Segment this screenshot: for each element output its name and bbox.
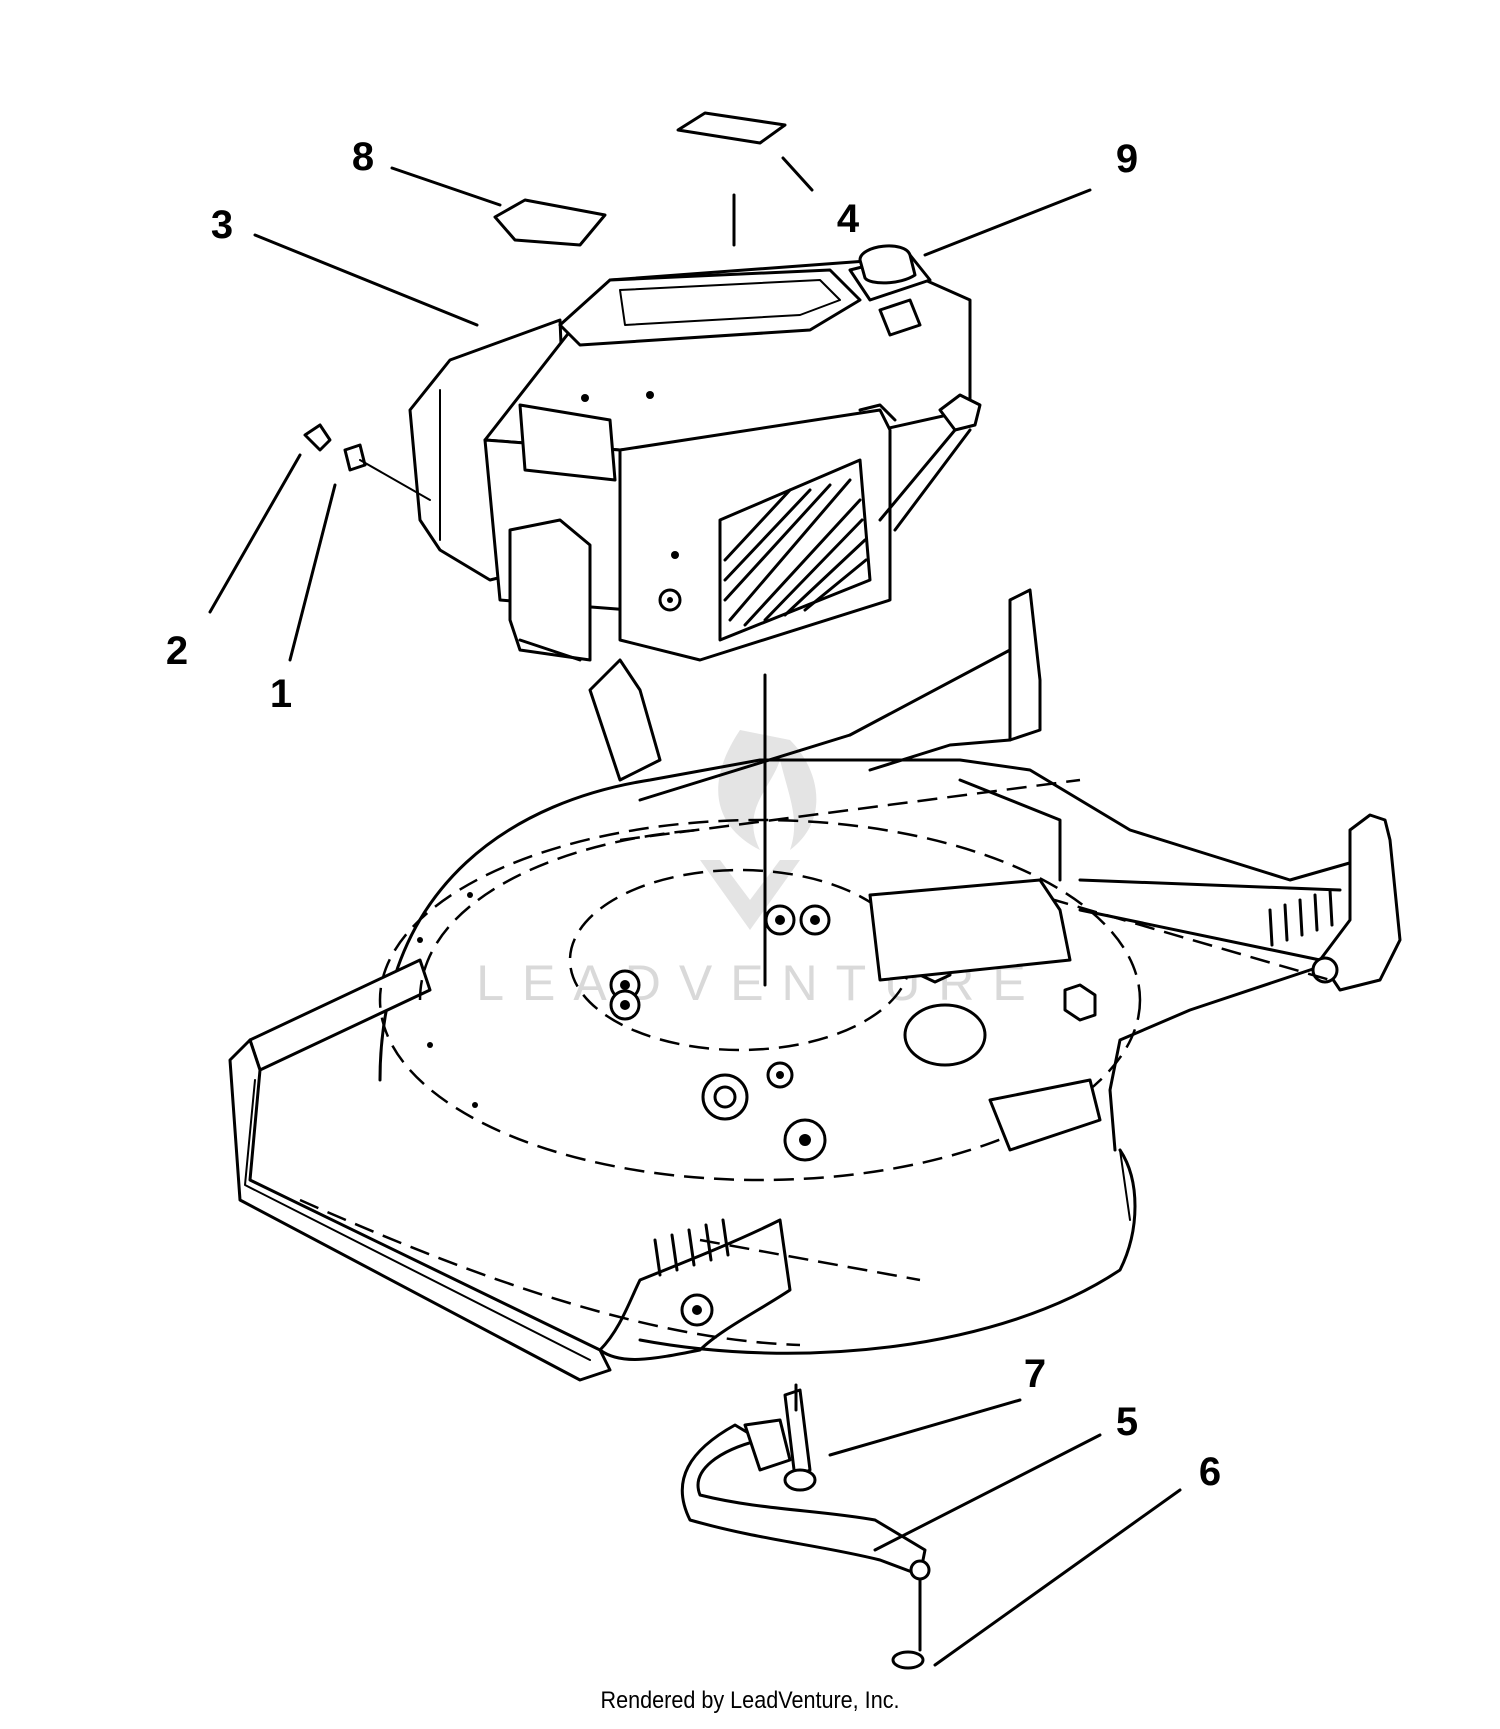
callout-2: 2 [166, 629, 188, 673]
leader-4 [781, 156, 814, 192]
callout-5: 5 [1116, 1400, 1138, 1444]
vent-grille [718, 458, 872, 642]
engine-assembly [303, 244, 982, 662]
callout-1: 1 [270, 672, 292, 716]
mower-deck [228, 588, 1402, 1382]
callout-8: 8 [352, 135, 374, 179]
filter-pad [676, 111, 787, 145]
blade-bolt-small [891, 1559, 931, 1670]
leader-2 [208, 453, 302, 614]
leader-8 [390, 166, 502, 207]
callout-6: 6 [1199, 1450, 1221, 1494]
callout-4: 4 [837, 197, 860, 241]
leader-1 [288, 483, 337, 662]
leader-7 [828, 1398, 1022, 1457]
leader-5 [873, 1433, 1102, 1552]
callout-3: 3 [211, 203, 233, 247]
callouts: 8 4 9 3 2 1 7 5 6 [166, 135, 1221, 1667]
blade-bolt [743, 1388, 817, 1492]
leader-3 [253, 233, 479, 327]
credit-text: Rendered by LeadVenture, Inc. [600, 1687, 900, 1714]
watermark-chevron-icon [700, 860, 800, 930]
air-filter-gasket [493, 198, 607, 247]
watermark-flame-icon [718, 730, 817, 850]
callout-9: 9 [1116, 137, 1138, 181]
leader-6 [933, 1488, 1182, 1667]
leader-9 [923, 188, 1092, 257]
left-bracket-slots [653, 1218, 730, 1277]
callout-7: 7 [1024, 1352, 1046, 1396]
right-bracket-slots [1268, 888, 1334, 947]
fuel-cap [848, 244, 932, 337]
